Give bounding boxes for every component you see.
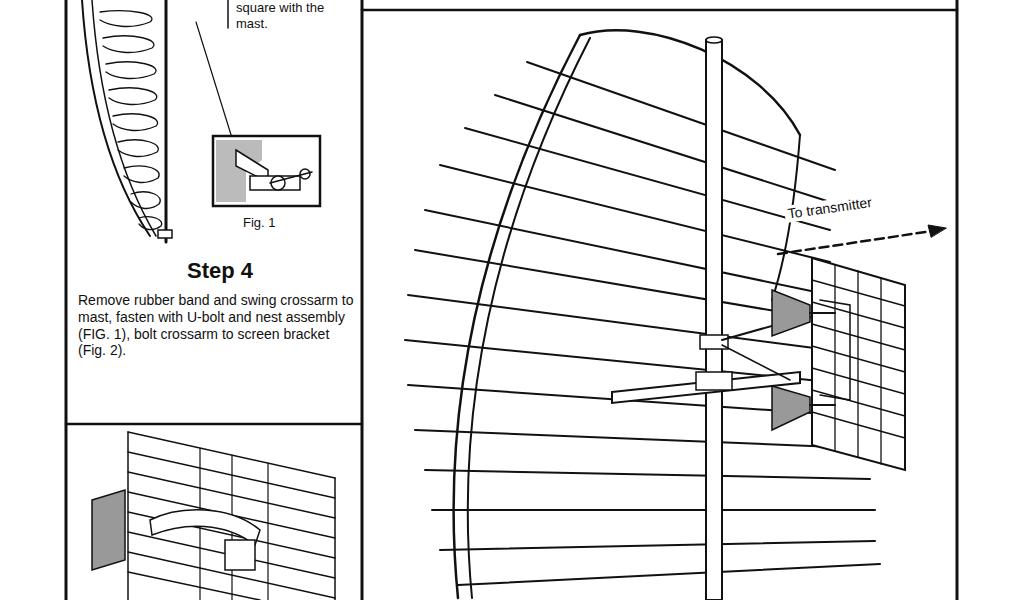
- instruction-text: Remove rubber band and swing crossarm to…: [78, 292, 356, 359]
- instruction-note: square with the mast.: [236, 0, 354, 31]
- step-heading: Step 4: [150, 258, 290, 284]
- figure-label: Fig. 1: [243, 215, 303, 231]
- direction-label: To transmitter: [784, 194, 876, 223]
